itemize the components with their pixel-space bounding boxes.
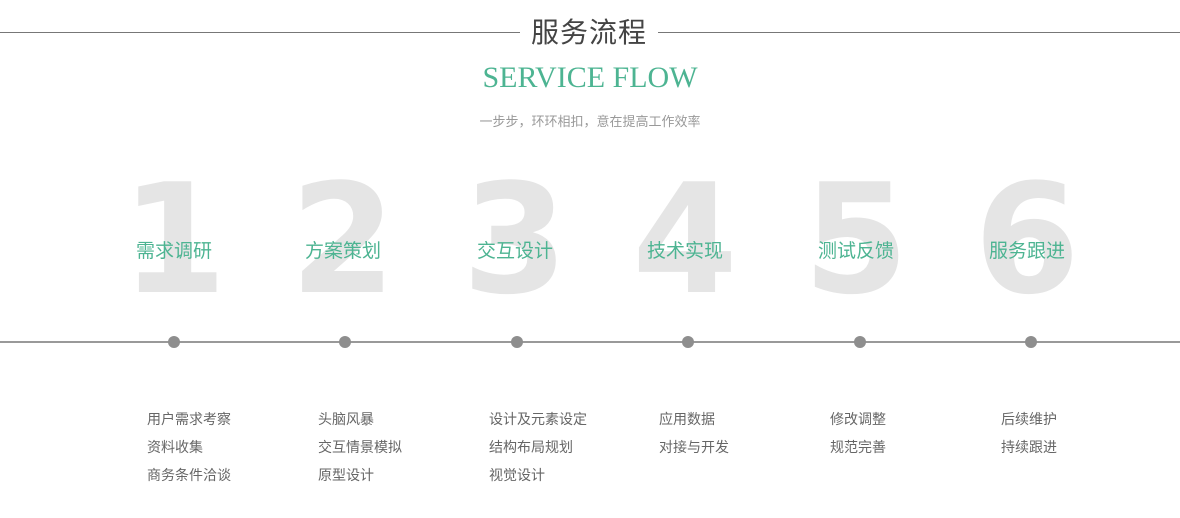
- step-2-details: 头脑风暴 交互情景模拟 原型设计: [318, 406, 402, 490]
- detail-item: 头脑风暴: [318, 412, 374, 428]
- detail-item: 规范完善: [830, 440, 886, 456]
- step-label: 方案策划: [304, 240, 381, 262]
- detail-item: 对接与开发: [659, 440, 729, 456]
- header-divider-right: [658, 32, 1180, 33]
- detail-item: 资料收集: [147, 440, 203, 456]
- detail-item: 原型设计: [318, 468, 374, 484]
- detail-item: 持续跟进: [1001, 440, 1057, 456]
- step-5: 5 测试反馈: [781, 151, 931, 328]
- detail-item: 商务条件洽谈: [147, 468, 231, 484]
- step-number: 6: [974, 151, 1080, 328]
- step-6: 6 服务跟进: [952, 151, 1102, 328]
- detail-item: 后续维护: [1001, 412, 1057, 428]
- step-number: 1: [121, 151, 227, 328]
- step-3: 3 交互设计: [440, 151, 590, 328]
- step-3-details: 设计及元素设定 结构布局规划 视觉设计: [489, 406, 587, 490]
- step-label: 服务跟进: [988, 240, 1065, 262]
- detail-item: 用户需求考察: [147, 412, 231, 428]
- detail-item: 设计及元素设定: [489, 412, 587, 428]
- detail-item: 结构布局规划: [489, 440, 573, 456]
- timeline-dot-1: [168, 336, 180, 348]
- step-number: 2: [290, 151, 396, 328]
- step-label: 交互设计: [476, 240, 553, 262]
- step-number: 4: [632, 151, 738, 328]
- timeline-dot-6: [1025, 336, 1037, 348]
- timeline-dot-4: [682, 336, 694, 348]
- detail-item: 修改调整: [830, 412, 886, 428]
- step-label: 需求调研: [135, 240, 212, 262]
- step-label: 技术实现: [646, 240, 723, 262]
- step-1-details: 用户需求考察 资料收集 商务条件洽谈: [147, 406, 231, 490]
- timeline-dot-2: [339, 336, 351, 348]
- section-subtitle: 一步步，环环相扣，意在提高工作效率: [479, 115, 701, 130]
- timeline-dot-3: [511, 336, 523, 348]
- step-2: 2 方案策划: [268, 151, 418, 328]
- detail-item: 视觉设计: [489, 468, 545, 484]
- step-1: 1 需求调研: [99, 151, 249, 328]
- section-title: 服务流程: [530, 16, 647, 49]
- detail-item: 应用数据: [659, 412, 715, 428]
- detail-item: 交互情景模拟: [318, 440, 402, 456]
- step-5-details: 修改调整 规范完善: [830, 406, 886, 462]
- step-number: 5: [803, 151, 909, 328]
- step-4: 4 技术实现: [610, 151, 760, 328]
- step-number: 3: [462, 151, 568, 328]
- header-divider-left: [0, 32, 520, 33]
- section-title-english: SERVICE FLOW: [482, 61, 698, 94]
- step-6-details: 后续维护 持续跟进: [1001, 406, 1057, 462]
- step-label: 测试反馈: [817, 240, 894, 262]
- timeline-dot-5: [854, 336, 866, 348]
- timeline-line: [0, 341, 1180, 343]
- step-4-details: 应用数据 对接与开发: [659, 406, 729, 462]
- section-header: 服务流程: [0, 14, 1180, 54]
